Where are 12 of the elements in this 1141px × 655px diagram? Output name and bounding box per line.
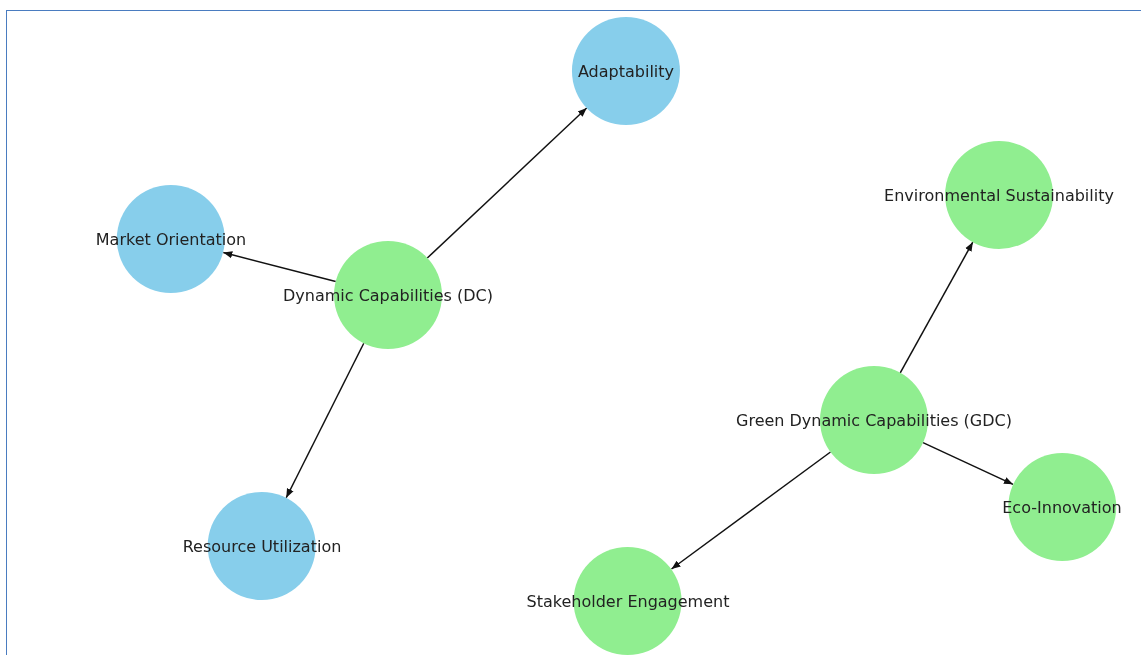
arrow [426,107,588,259]
node-label: Stakeholder Engagement [526,591,730,611]
node-label: Adaptability [577,61,675,81]
arrow [899,241,974,374]
node-label: Green Dynamic Capabilities (GDC) [736,410,1012,430]
arrow [670,451,832,570]
node-label: Environmental Sustainability [884,185,1114,205]
node-label: Dynamic Capabilities (DC) [283,285,493,305]
arrow [285,342,365,499]
node-label: Eco-Innovation [1002,497,1122,517]
arrow [922,441,1014,486]
arrow [222,251,337,283]
